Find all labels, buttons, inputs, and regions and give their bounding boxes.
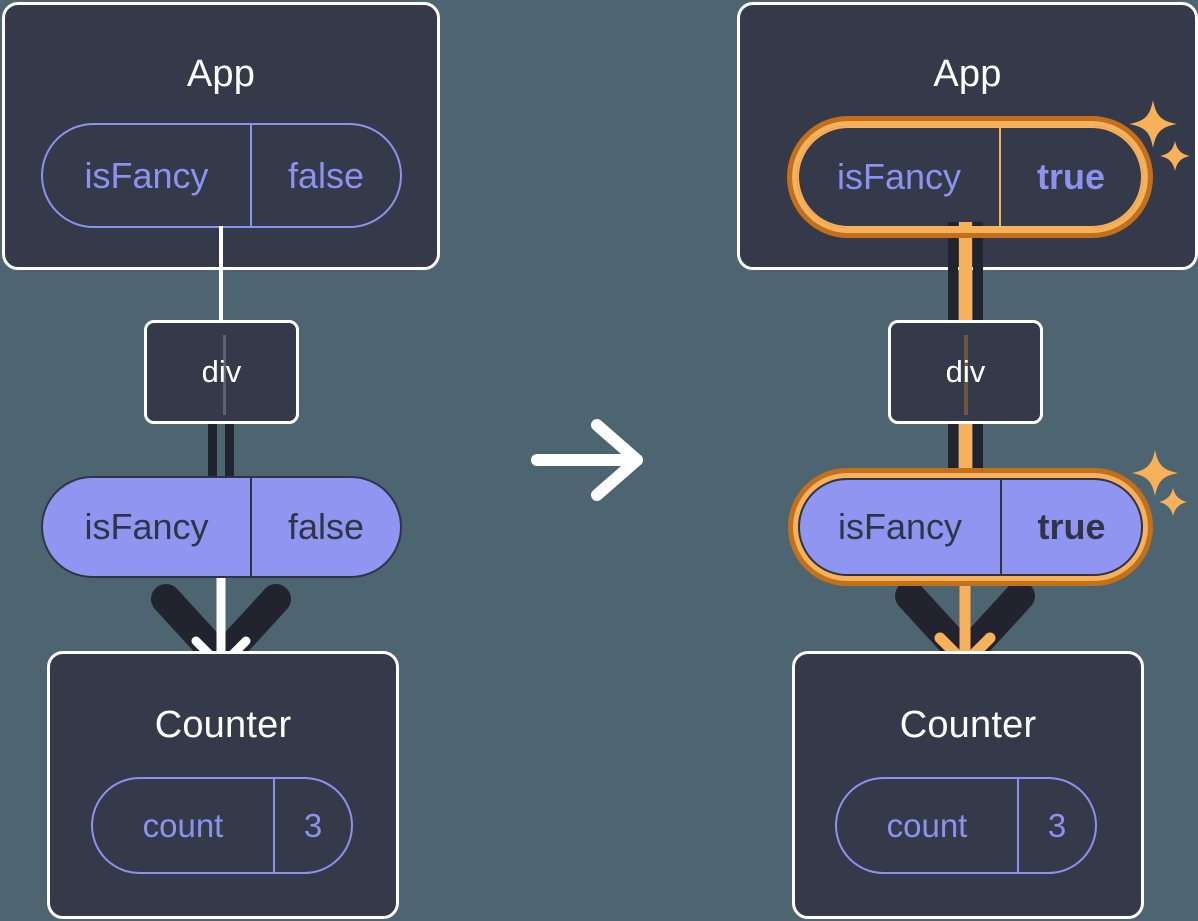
edge-app-to-div-left xyxy=(219,226,223,326)
div-node-right: div xyxy=(888,320,1043,424)
counter-state-pill-left: count 3 xyxy=(91,777,353,874)
prop-pill-right: isFancy true xyxy=(798,478,1143,576)
edge-div-to-prop-left-a xyxy=(208,424,217,484)
sparkle-small-app-icon xyxy=(1160,141,1190,171)
sparkle-large-prop-icon xyxy=(1132,450,1178,496)
app-state-pill-left: isFancy false xyxy=(41,123,402,228)
edge-div-to-prop-left-b xyxy=(225,424,234,484)
div-node-label: div xyxy=(945,354,986,389)
pill-value: 3 xyxy=(1017,779,1095,872)
edge-div-to-prop-right-orange xyxy=(959,420,972,486)
pill-value: true xyxy=(999,128,1141,226)
pill-value: false xyxy=(250,125,400,226)
pill-key: count xyxy=(886,806,968,844)
pill-key: isFancy xyxy=(84,506,209,547)
counter-state-pill-right: count 3 xyxy=(835,777,1097,874)
counter-box-title: Counter xyxy=(899,704,1037,746)
edge-div-to-prop-right-dark-b xyxy=(973,420,983,486)
sparkle-small-prop-icon xyxy=(1159,488,1187,516)
edge-app-to-div-right-dark-a xyxy=(948,222,958,328)
pill-value: true xyxy=(1000,480,1141,574)
edge-app-to-div-right-orange xyxy=(959,222,972,328)
pill-value: false xyxy=(250,478,400,576)
pill-key: isFancy xyxy=(836,156,962,197)
counter-box-right: Counter xyxy=(792,651,1144,919)
div-node-left: div xyxy=(144,320,299,424)
prop-pill-left: isFancy false xyxy=(41,476,402,578)
edge-app-to-div-right-dark-b xyxy=(973,222,983,328)
counter-box-title: Counter xyxy=(154,704,292,746)
app-box-title: App xyxy=(933,53,1002,95)
sparkle-large-app-icon xyxy=(1129,100,1177,148)
pill-key: isFancy xyxy=(84,154,209,196)
div-inner-line xyxy=(223,335,226,415)
app-box-title: App xyxy=(186,53,256,95)
arrow-right-icon xyxy=(531,419,643,501)
pill-key: isFancy xyxy=(837,506,963,547)
pill-key: count xyxy=(142,806,224,844)
app-state-pill-right: isFancy true xyxy=(797,126,1143,228)
div-node-label: div xyxy=(201,354,242,389)
right-panel: App isFancy true div isFancy true xyxy=(737,0,1198,921)
div-inner-line xyxy=(964,335,968,415)
edge-div-to-prop-right-dark-a xyxy=(948,420,958,486)
pill-value: 3 xyxy=(273,779,351,872)
left-panel: App isFancy false div isFancy false xyxy=(0,0,520,921)
